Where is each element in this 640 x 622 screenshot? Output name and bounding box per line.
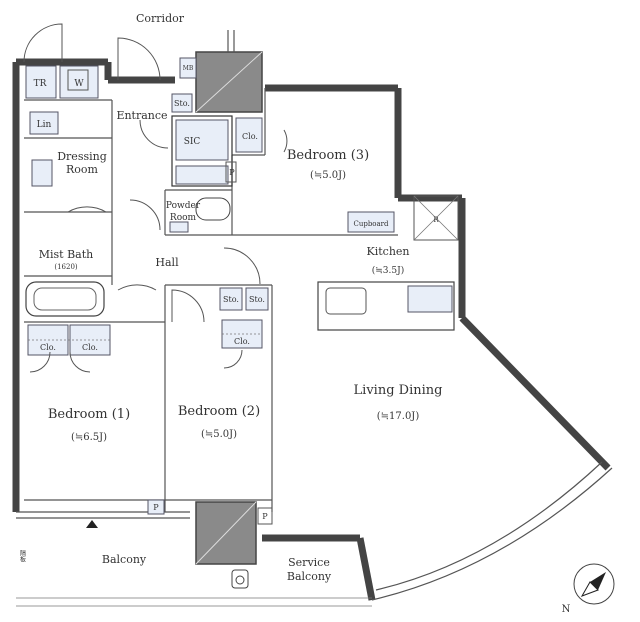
clo-bed1-label-b: Clo.	[82, 343, 98, 352]
sto-hall-label-1: Sto.	[223, 295, 239, 304]
pipe-shafts	[195, 30, 263, 565]
compass-icon	[573, 563, 615, 605]
clo-bed2-label: Clo.	[234, 337, 250, 346]
lin-label: Lin	[37, 120, 52, 130]
bedroom3-label: Bedroom (3)	[287, 148, 369, 163]
mist-bath-size: (1620)	[54, 263, 78, 271]
p-bed2-label: P	[262, 512, 268, 521]
dressing-room-label-1: Dressing	[57, 150, 107, 163]
living-dining-label: Living Dining	[354, 383, 443, 398]
mb-label: MB	[183, 65, 194, 72]
entrance-label: Entrance	[116, 109, 167, 122]
fixtures	[25, 57, 459, 589]
service-balcony-label-2: Balcony	[287, 570, 332, 583]
dressing-room-label-2: Room	[66, 163, 99, 176]
living-dining-size: (≒17.0J)	[377, 411, 420, 422]
hall-label: Hall	[155, 256, 179, 269]
balcony-rail	[16, 461, 613, 607]
balcony-label: Balcony	[102, 553, 147, 566]
p-sic-label: P	[229, 168, 235, 177]
kitchen-size: (≒3.5J)	[372, 265, 404, 276]
w-box	[59, 65, 99, 99]
corridor-label: Corridor	[136, 12, 185, 25]
powder-room-label-1: Powder	[166, 201, 201, 211]
service-balcony-label-1: Service	[288, 556, 330, 569]
sto-hall-label-2: Sto.	[249, 295, 265, 304]
clo-bed1-label-a: Clo.	[40, 343, 56, 352]
clo-bed3-label: Clo.	[242, 132, 258, 141]
lin-box	[29, 111, 59, 135]
sic-label: SIC	[184, 137, 201, 147]
mist-bath-label: Mist Bath	[39, 248, 94, 261]
kitchen-label: Kitchen	[367, 245, 410, 258]
bedroom1-size: (≒6.5J)	[71, 432, 107, 443]
tr-box	[25, 65, 57, 99]
r-label: R	[433, 216, 439, 224]
vertical-note: 隔板	[19, 549, 26, 563]
bedroom3-size: (≒5.0J)	[310, 170, 346, 181]
powder-room-label-2: Room	[170, 213, 197, 223]
room-labels: Corridor Entrance MB Sto. SIC Clo. P Bed…	[19, 12, 571, 615]
outer-walls	[12, 58, 611, 601]
w-label: W	[74, 79, 84, 89]
bedroom1-label: Bedroom (1)	[48, 407, 130, 422]
cupboard-label: Cupboard	[353, 220, 389, 228]
interior-walls	[24, 88, 398, 512]
p-bed1-label: P	[153, 503, 159, 512]
bedroom2-size: (≒5.0J)	[201, 429, 237, 440]
sto-entrance-label: Sto.	[174, 99, 190, 108]
tr-label: TR	[34, 79, 47, 89]
bedroom2-label: Bedroom (2)	[178, 404, 260, 419]
compass-label: N	[562, 604, 571, 615]
door-swings	[23, 23, 288, 373]
